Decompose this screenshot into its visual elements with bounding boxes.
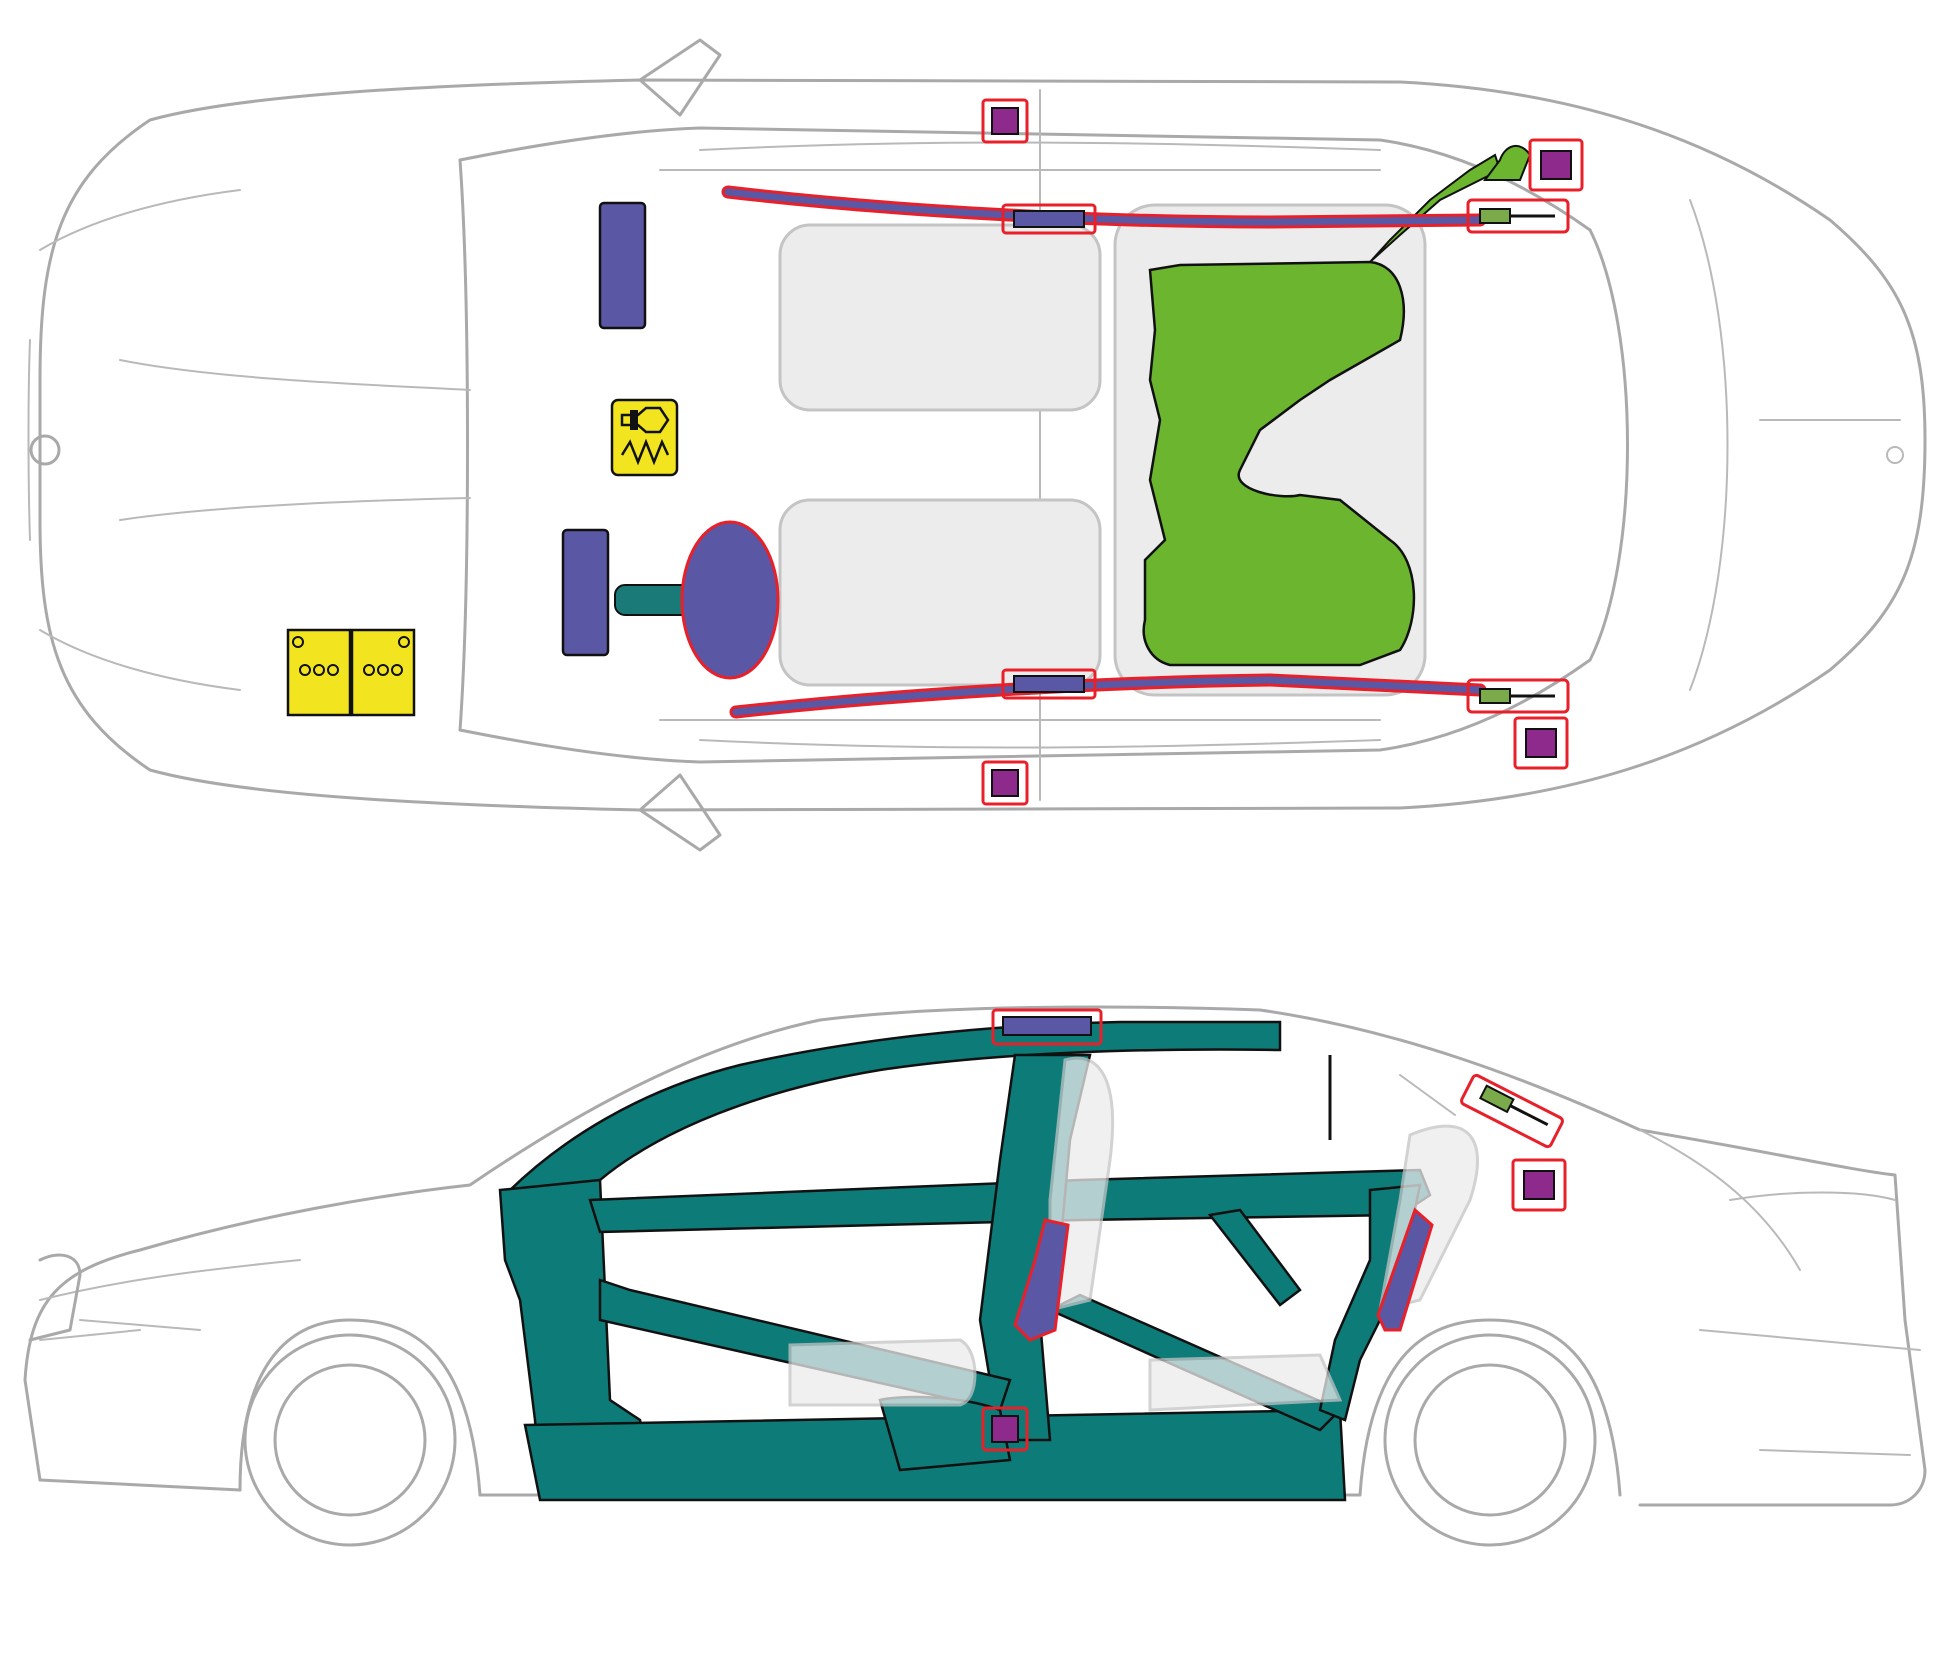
front-seat-right [778,498,1102,687]
front-hood-airbag-icon-right [561,528,610,657]
control-unit-icon-top-rear [1528,138,1584,192]
belt-pretensioner-icon-bottom [1466,678,1570,714]
belt-pretensioner-icon-top [1466,198,1570,234]
control-unit-icon-bottom-front [981,760,1029,806]
driver-airbag-icon [680,520,780,680]
seat-occupancy-sensor-icon [1142,260,1416,667]
battery-icon [286,628,416,717]
side-view-seats [788,1056,1479,1412]
control-unit-icon-side-rear [1511,1158,1567,1212]
front-hood-airbag-icon-left [598,201,647,330]
control-unit-icon-bottom-rear [1513,716,1569,770]
airbag-generator-top [1001,203,1097,235]
control-unit-icon-top-front [981,98,1029,144]
top-view-car-outline [27,38,1927,852]
airbag-generator-bottom [1001,668,1097,700]
side-airbag-icon-rear-seat [1376,1207,1434,1332]
body-reinforcement-icon [498,1020,1432,1502]
gas-generator-icon [610,398,679,477]
curtain-airbag-fill-top [724,188,1484,226]
control-unit-icon-side-bpillar [981,1406,1029,1452]
side-airbag-icon-front-seat [1013,1218,1070,1342]
front-seat-left [778,223,1102,412]
curtain-airbag-fill-bottom [732,676,1484,716]
top-view [27,38,1927,852]
side-view [23,1005,1927,1547]
airbag-generator-roof [991,1008,1103,1046]
belt-pretensioner-icon-side [1460,1073,1564,1149]
